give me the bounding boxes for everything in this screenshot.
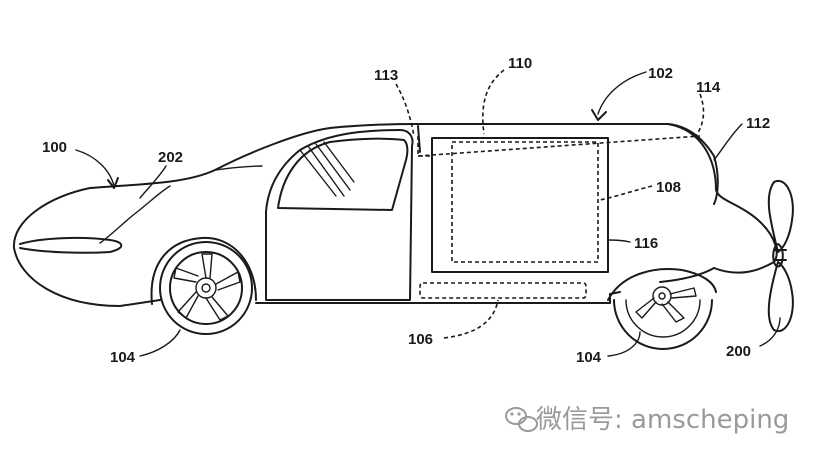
watermark-text: 微信号: amscheping [536,405,789,435]
propeller [767,179,794,333]
label-104-front: 104 [110,349,136,366]
label-102: 102 [648,65,673,82]
label-108: 108 [656,179,681,196]
rear-wheel [607,268,717,350]
watermark: 微信号: amscheping [505,405,789,435]
front-door [265,129,414,301]
label-113: 113 [374,67,398,84]
label-110: 110 [508,55,532,72]
label-116: 116 [634,235,658,252]
leader-lines [75,69,781,357]
label-114: 114 [696,79,721,96]
rear-door-frame [417,125,701,273]
battery-compartment [419,282,587,299]
label-112: 112 [746,115,770,132]
label-100: 100 [42,139,67,156]
label-104-rear: 104 [576,349,602,366]
label-200: 200 [726,343,751,360]
label-106: 106 [408,331,433,348]
rear-housing [667,123,778,274]
reference-labels: 100 202 113 110 102 114 112 108 116 106 … [42,55,770,366]
front-wheel [150,236,257,335]
car-body [12,123,719,307]
label-202: 202 [158,149,183,166]
wechat-icon [505,407,538,432]
